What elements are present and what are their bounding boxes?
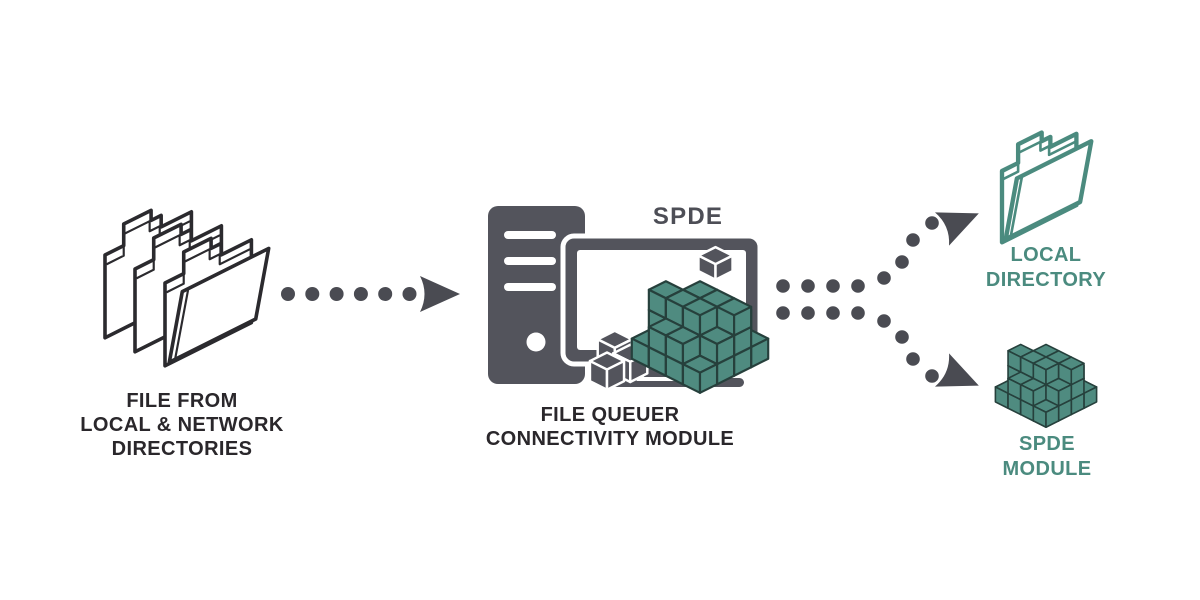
processor-label-line1: FILE QUEUER xyxy=(540,404,680,426)
dotted-arrow-icon xyxy=(281,276,460,312)
processor-label: FILE QUEUER CONNECTIVITY MODULE xyxy=(486,403,734,451)
stacked-folders-icon xyxy=(103,208,271,368)
branch-dotted-arrows-icon xyxy=(776,212,979,387)
spde-module-label-line2: MODULE xyxy=(1002,458,1092,480)
source-label: FILE FROM LOCAL & NETWORK DIRECTORIES xyxy=(80,389,283,461)
spde-badge: SPDE xyxy=(652,203,724,230)
local-directory-label-line1: LOCAL xyxy=(1010,244,1082,266)
spde-cubes-icon xyxy=(588,245,770,394)
source-label-line3: DIRECTORIES xyxy=(111,438,253,460)
local-directory-folder-icon xyxy=(999,130,1094,245)
spde-module-label: SPDE MODULE xyxy=(1002,432,1091,482)
spde-module-label-line1: SPDE xyxy=(1018,433,1076,455)
local-directory-label: LOCAL DIRECTORY xyxy=(986,243,1106,293)
local-directory-label-line2: DIRECTORY xyxy=(985,269,1107,291)
processor-label-line2: CONNECTIVITY MODULE xyxy=(485,428,735,450)
source-label-line1: FILE FROM xyxy=(126,390,238,412)
source-label-line2: LOCAL & NETWORK xyxy=(80,414,284,436)
spde-module-cubes-icon xyxy=(994,343,1098,429)
